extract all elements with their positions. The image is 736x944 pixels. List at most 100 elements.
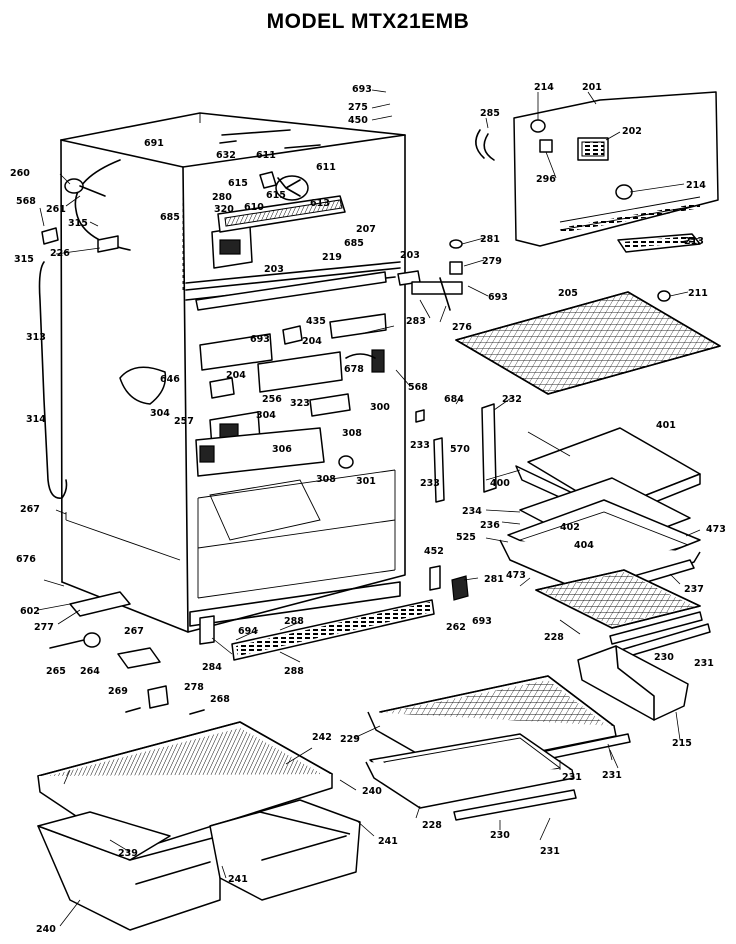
- callout-694: 694: [238, 626, 258, 637]
- callout-314: 314: [26, 414, 46, 425]
- callout-268: 268: [210, 694, 230, 705]
- callout-615b: 615: [266, 190, 286, 201]
- callout-281b: 281: [484, 574, 504, 585]
- callout-613: 613: [310, 198, 330, 209]
- callout-231c: 231: [602, 770, 622, 781]
- callout-226: 226: [50, 248, 70, 259]
- callout-678: 678: [344, 364, 364, 375]
- callout-283: 283: [406, 316, 426, 327]
- callout-281: 281: [480, 234, 500, 245]
- callout-404: 404: [574, 540, 594, 551]
- callout-202: 202: [622, 126, 642, 137]
- callout-213: 213: [684, 236, 704, 247]
- callout-231b: 231: [562, 772, 582, 783]
- callout-570: 570: [450, 444, 470, 455]
- hinge-plate: [117, 647, 161, 669]
- callout-239: 239: [118, 848, 138, 859]
- callout-231: 231: [694, 658, 714, 669]
- callout-315b: 315: [14, 254, 34, 265]
- callout-234: 234: [462, 506, 482, 517]
- callout-264: 264: [80, 666, 100, 677]
- callout-277: 277: [34, 622, 54, 633]
- callout-237: 237: [684, 584, 704, 595]
- callout-232: 232: [502, 394, 522, 405]
- callout-257: 257: [174, 416, 194, 427]
- evaporator-cover-panel: [475, 91, 719, 247]
- crisper-drawers: [37, 799, 361, 931]
- callout-276: 276: [452, 322, 472, 333]
- callout-525: 525: [456, 532, 476, 543]
- shelf-ladder-left: [433, 437, 445, 503]
- callout-285: 285: [480, 108, 500, 119]
- callout-240: 240: [362, 786, 382, 797]
- callout-203b: 203: [400, 250, 420, 261]
- callout-269: 269: [108, 686, 128, 697]
- hinge-bracket: [199, 615, 215, 645]
- callout-256: 256: [262, 394, 282, 405]
- callout-214: 214: [534, 82, 554, 93]
- callout-228b: 228: [422, 820, 442, 831]
- callout-684: 684: [444, 394, 464, 405]
- control-housing: [119, 313, 387, 477]
- callout-320: 320: [214, 204, 234, 215]
- callout-308: 308: [342, 428, 362, 439]
- callout-306: 306: [272, 444, 292, 455]
- callout-288: 288: [284, 616, 304, 627]
- stop-bracket: [451, 575, 469, 601]
- callout-402: 402: [560, 522, 580, 533]
- callout-262: 262: [446, 622, 466, 633]
- callout-241: 241: [378, 836, 398, 847]
- callout-473: 473: [706, 524, 726, 535]
- shelf-ladder-right: [481, 403, 497, 493]
- callout-693: 693: [352, 84, 372, 95]
- callout-205: 205: [558, 288, 578, 299]
- callout-400: 400: [490, 478, 510, 489]
- callout-323: 323: [290, 398, 310, 409]
- callout-275: 275: [348, 102, 368, 113]
- callout-568: 568: [16, 196, 36, 207]
- callout-288b: 288: [284, 666, 304, 677]
- shelf-rail-left: [195, 271, 387, 311]
- callout-219: 219: [322, 252, 342, 263]
- callout-646: 646: [160, 374, 180, 385]
- callout-278: 278: [184, 682, 204, 693]
- callout-315: 315: [68, 218, 88, 229]
- callout-693c: 693: [250, 334, 270, 345]
- callout-568b: 568: [408, 382, 428, 393]
- callout-308b: 308: [316, 474, 336, 485]
- evaporator-fan-assembly: [211, 129, 346, 269]
- callout-230b: 230: [490, 830, 510, 841]
- callout-435: 435: [306, 316, 326, 327]
- diagram-title: MODEL MTX21EMB: [266, 10, 470, 33]
- callout-301: 301: [356, 476, 376, 487]
- callout-296: 296: [536, 174, 556, 185]
- callout-241b: 241: [228, 874, 248, 885]
- callout-304b: 304: [256, 410, 276, 421]
- callout-230: 230: [654, 652, 674, 663]
- callout-401: 401: [656, 420, 676, 431]
- callout-280: 280: [212, 192, 232, 203]
- callout-676: 676: [16, 554, 36, 565]
- callout-228: 228: [544, 632, 564, 643]
- cabinet: [60, 112, 406, 633]
- callout-602: 602: [20, 606, 40, 617]
- callout-233: 233: [410, 440, 430, 451]
- callout-473b: 473: [506, 570, 526, 581]
- callout-615: 615: [228, 178, 248, 189]
- callout-260: 260: [10, 168, 30, 179]
- lower-hinge: [69, 591, 131, 617]
- callout-284: 284: [202, 662, 222, 673]
- callout-229: 229: [340, 734, 360, 745]
- callout-279: 279: [482, 256, 502, 267]
- callout-236: 236: [480, 520, 500, 531]
- callout-201: 201: [582, 82, 602, 93]
- callout-233b: 233: [420, 478, 440, 489]
- callout-204b: 204: [226, 370, 246, 381]
- callout-265: 265: [46, 666, 66, 677]
- callout-231d: 231: [540, 846, 560, 857]
- freezer-wire-shelf: [455, 291, 721, 395]
- callout-207: 207: [356, 224, 376, 235]
- callout-313: 313: [26, 332, 46, 343]
- callout-203: 203: [264, 264, 284, 275]
